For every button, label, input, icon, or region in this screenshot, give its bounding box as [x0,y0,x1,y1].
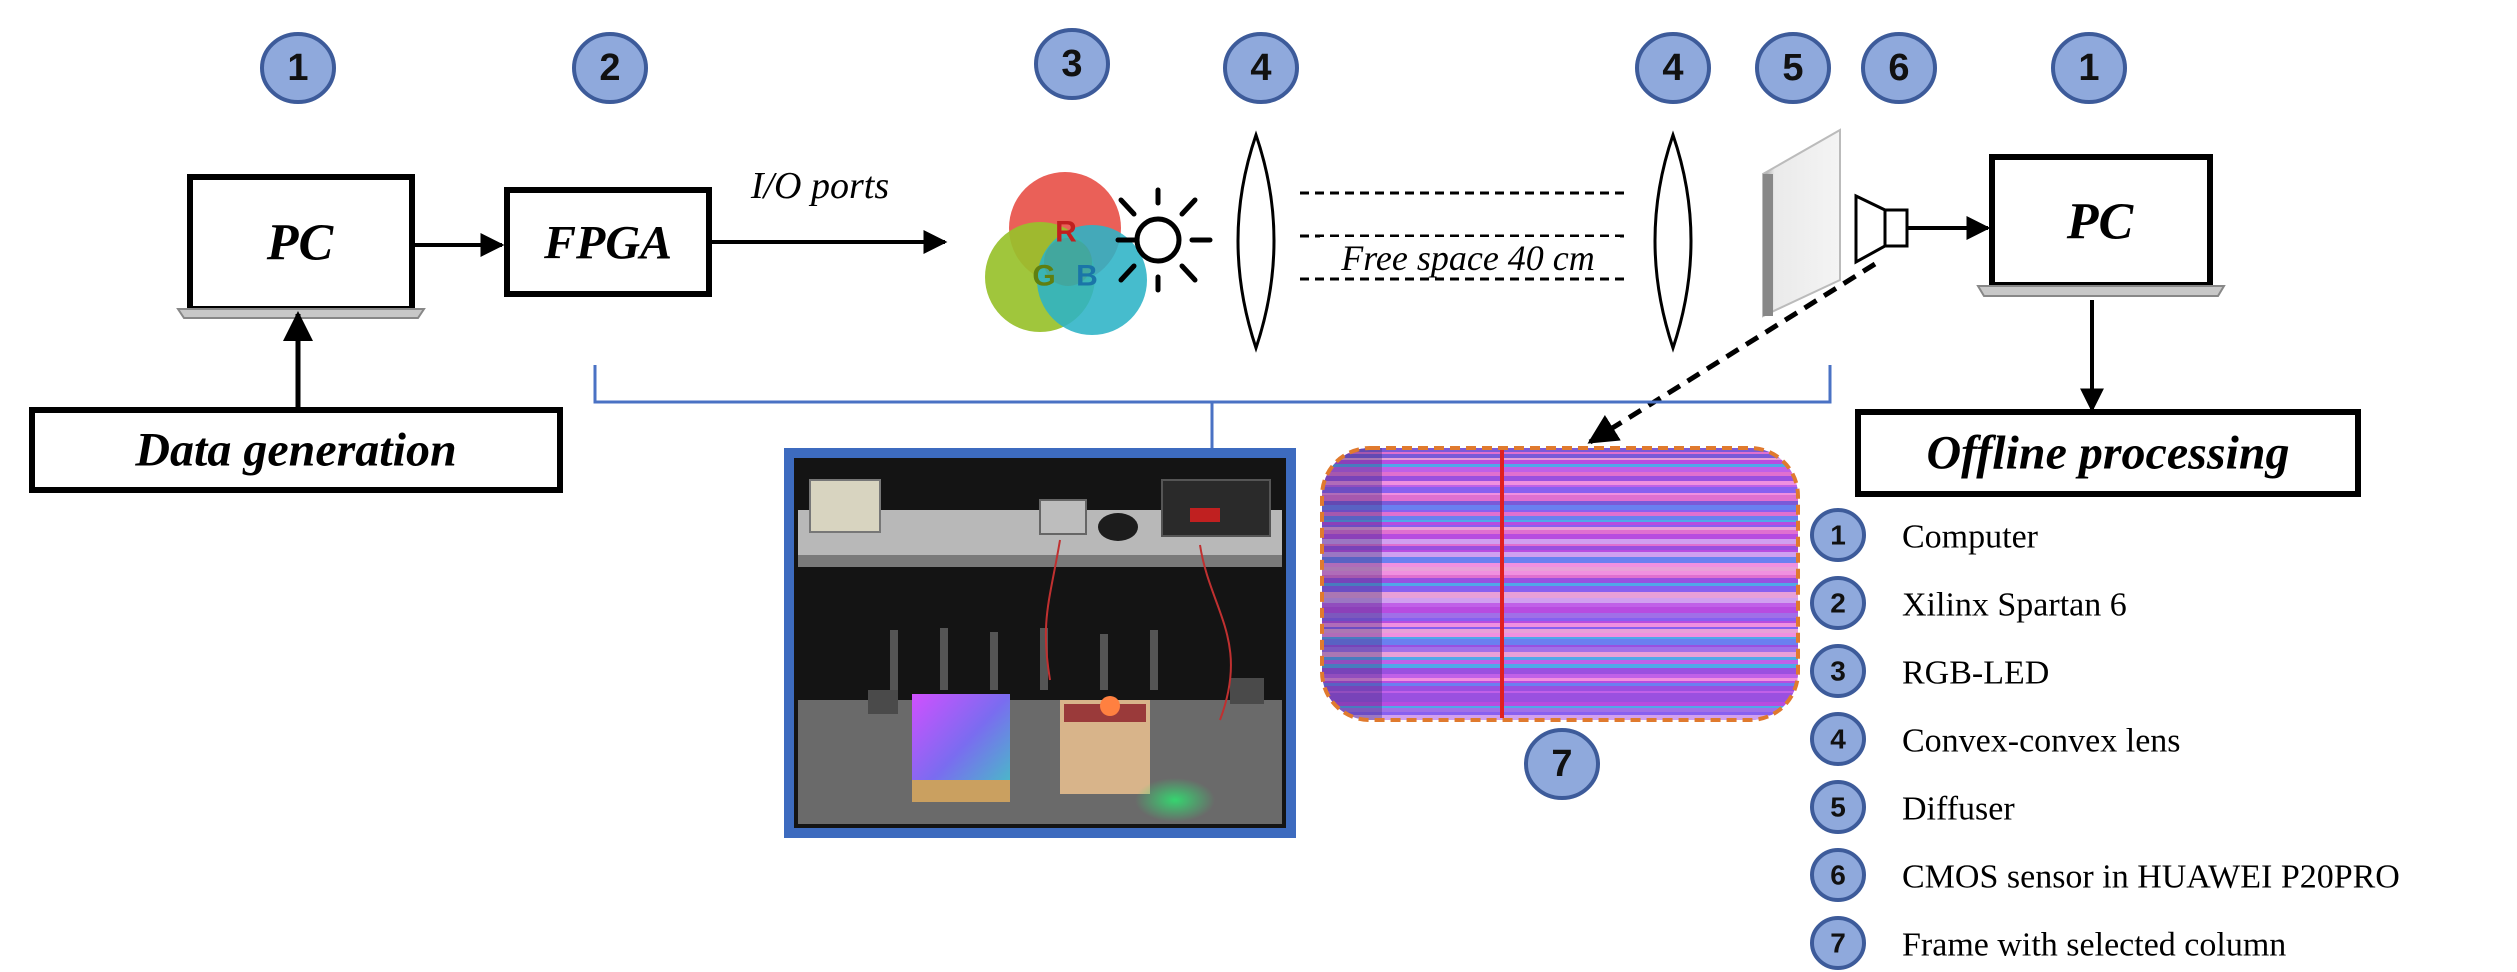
legend-item-text: RGB-LED [1902,655,2049,692]
cmos-sensor-icon [1854,193,1909,265]
legend-item-text: Convex-convex lens [1902,723,2181,760]
legend-item-num: 2 [1830,588,1846,619]
pc-left-laptop: PC [176,174,426,319]
pc-left-label: PC [266,215,335,272]
legend-item-num: 6 [1830,860,1846,891]
pc-right-label: PC [2066,194,2135,251]
legend-item-text: Diffuser [1902,791,2015,828]
legend-item: 2 Xilinx Spartan 6 [1810,576,2127,630]
num-cmos-text: 6 [1888,47,1909,89]
offline-processing-box: Offline processing [1855,409,2361,497]
rgb-led-icon: R G B [985,172,1147,335]
setup-bracket [593,365,1832,448]
num-pc-left-text: 1 [287,47,308,89]
num-lens-left: 4 [1223,32,1299,104]
legend-item-text: Xilinx Spartan 6 [1902,587,2127,624]
legend-item: 1 Computer [1810,508,2039,562]
legend-item-text: Computer [1902,519,2039,556]
led-g-label: G [1032,260,1055,293]
setup-photo [784,448,1296,838]
legend-item-num: 7 [1830,928,1846,959]
legend-item: 4 Convex-convex lens [1810,712,2181,766]
num-lens-right-text: 4 [1662,47,1683,89]
num-lens-left-text: 4 [1250,47,1271,89]
num-frame: 7 [1524,728,1600,800]
legend-item: 5 Diffuser [1810,780,2015,834]
legend-item-num: 1 [1830,520,1846,551]
fpga-label: FPGA [543,217,672,270]
legend-item: 7 Frame with selected column [1810,916,2286,970]
free-space-lines [1300,191,1628,281]
legend-item-num: 4 [1830,724,1846,755]
legend: 1 Computer 2 Xilinx Spartan 6 3 RGB-LED 4 Conve… [1810,508,2400,970]
arrow-cmos-frame [1587,261,1877,445]
legend-item: 6 CMOS sensor in HUAWEI P20PRO [1810,848,2400,902]
free-space-label: Free space 40 cm [1340,238,1595,278]
legend-item: 3 RGB-LED [1810,644,2049,698]
captured-frame [1320,446,1800,722]
legend-item-num: 5 [1830,792,1846,823]
lens-left-icon [1236,130,1276,353]
num-fpga-text: 2 [599,47,620,89]
num-diffuser-text: 5 [1782,47,1803,89]
num-cmos: 6 [1861,32,1937,104]
num-fpga: 2 [572,32,648,104]
num-rgb-led-text: 3 [1061,43,1082,85]
legend-item-text: CMOS sensor in HUAWEI P20PRO [1902,859,2400,896]
num-rgb-led: 3 [1034,28,1110,100]
io-ports-label: I/O ports [750,165,889,207]
legend-item-num: 3 [1830,656,1846,687]
data-generation-box: Data generation [29,407,563,493]
fpga-box: FPGA [504,187,712,297]
pc-right-laptop: PC [1976,154,2226,297]
legend-item-text: Frame with selected column [1902,927,2286,964]
diffuser-icon [1762,128,1841,318]
num-pc-right: 1 [2051,32,2127,104]
num-diffuser: 5 [1755,32,1831,104]
num-lens-right: 4 [1635,32,1711,104]
offline-processing-label: Offline processing [1926,427,2289,480]
num-frame-text: 7 [1551,743,1572,785]
free-space-label-bg [1320,237,1620,277]
data-generation-label: Data generation [134,424,456,477]
lens-right-icon [1653,130,1693,353]
num-pc-right-text: 1 [2078,47,2099,89]
led-b-label: B [1076,260,1098,293]
num-pc-left: 1 [260,32,336,104]
led-r-label: R [1055,216,1077,249]
light-bulb-icon [1115,187,1213,293]
